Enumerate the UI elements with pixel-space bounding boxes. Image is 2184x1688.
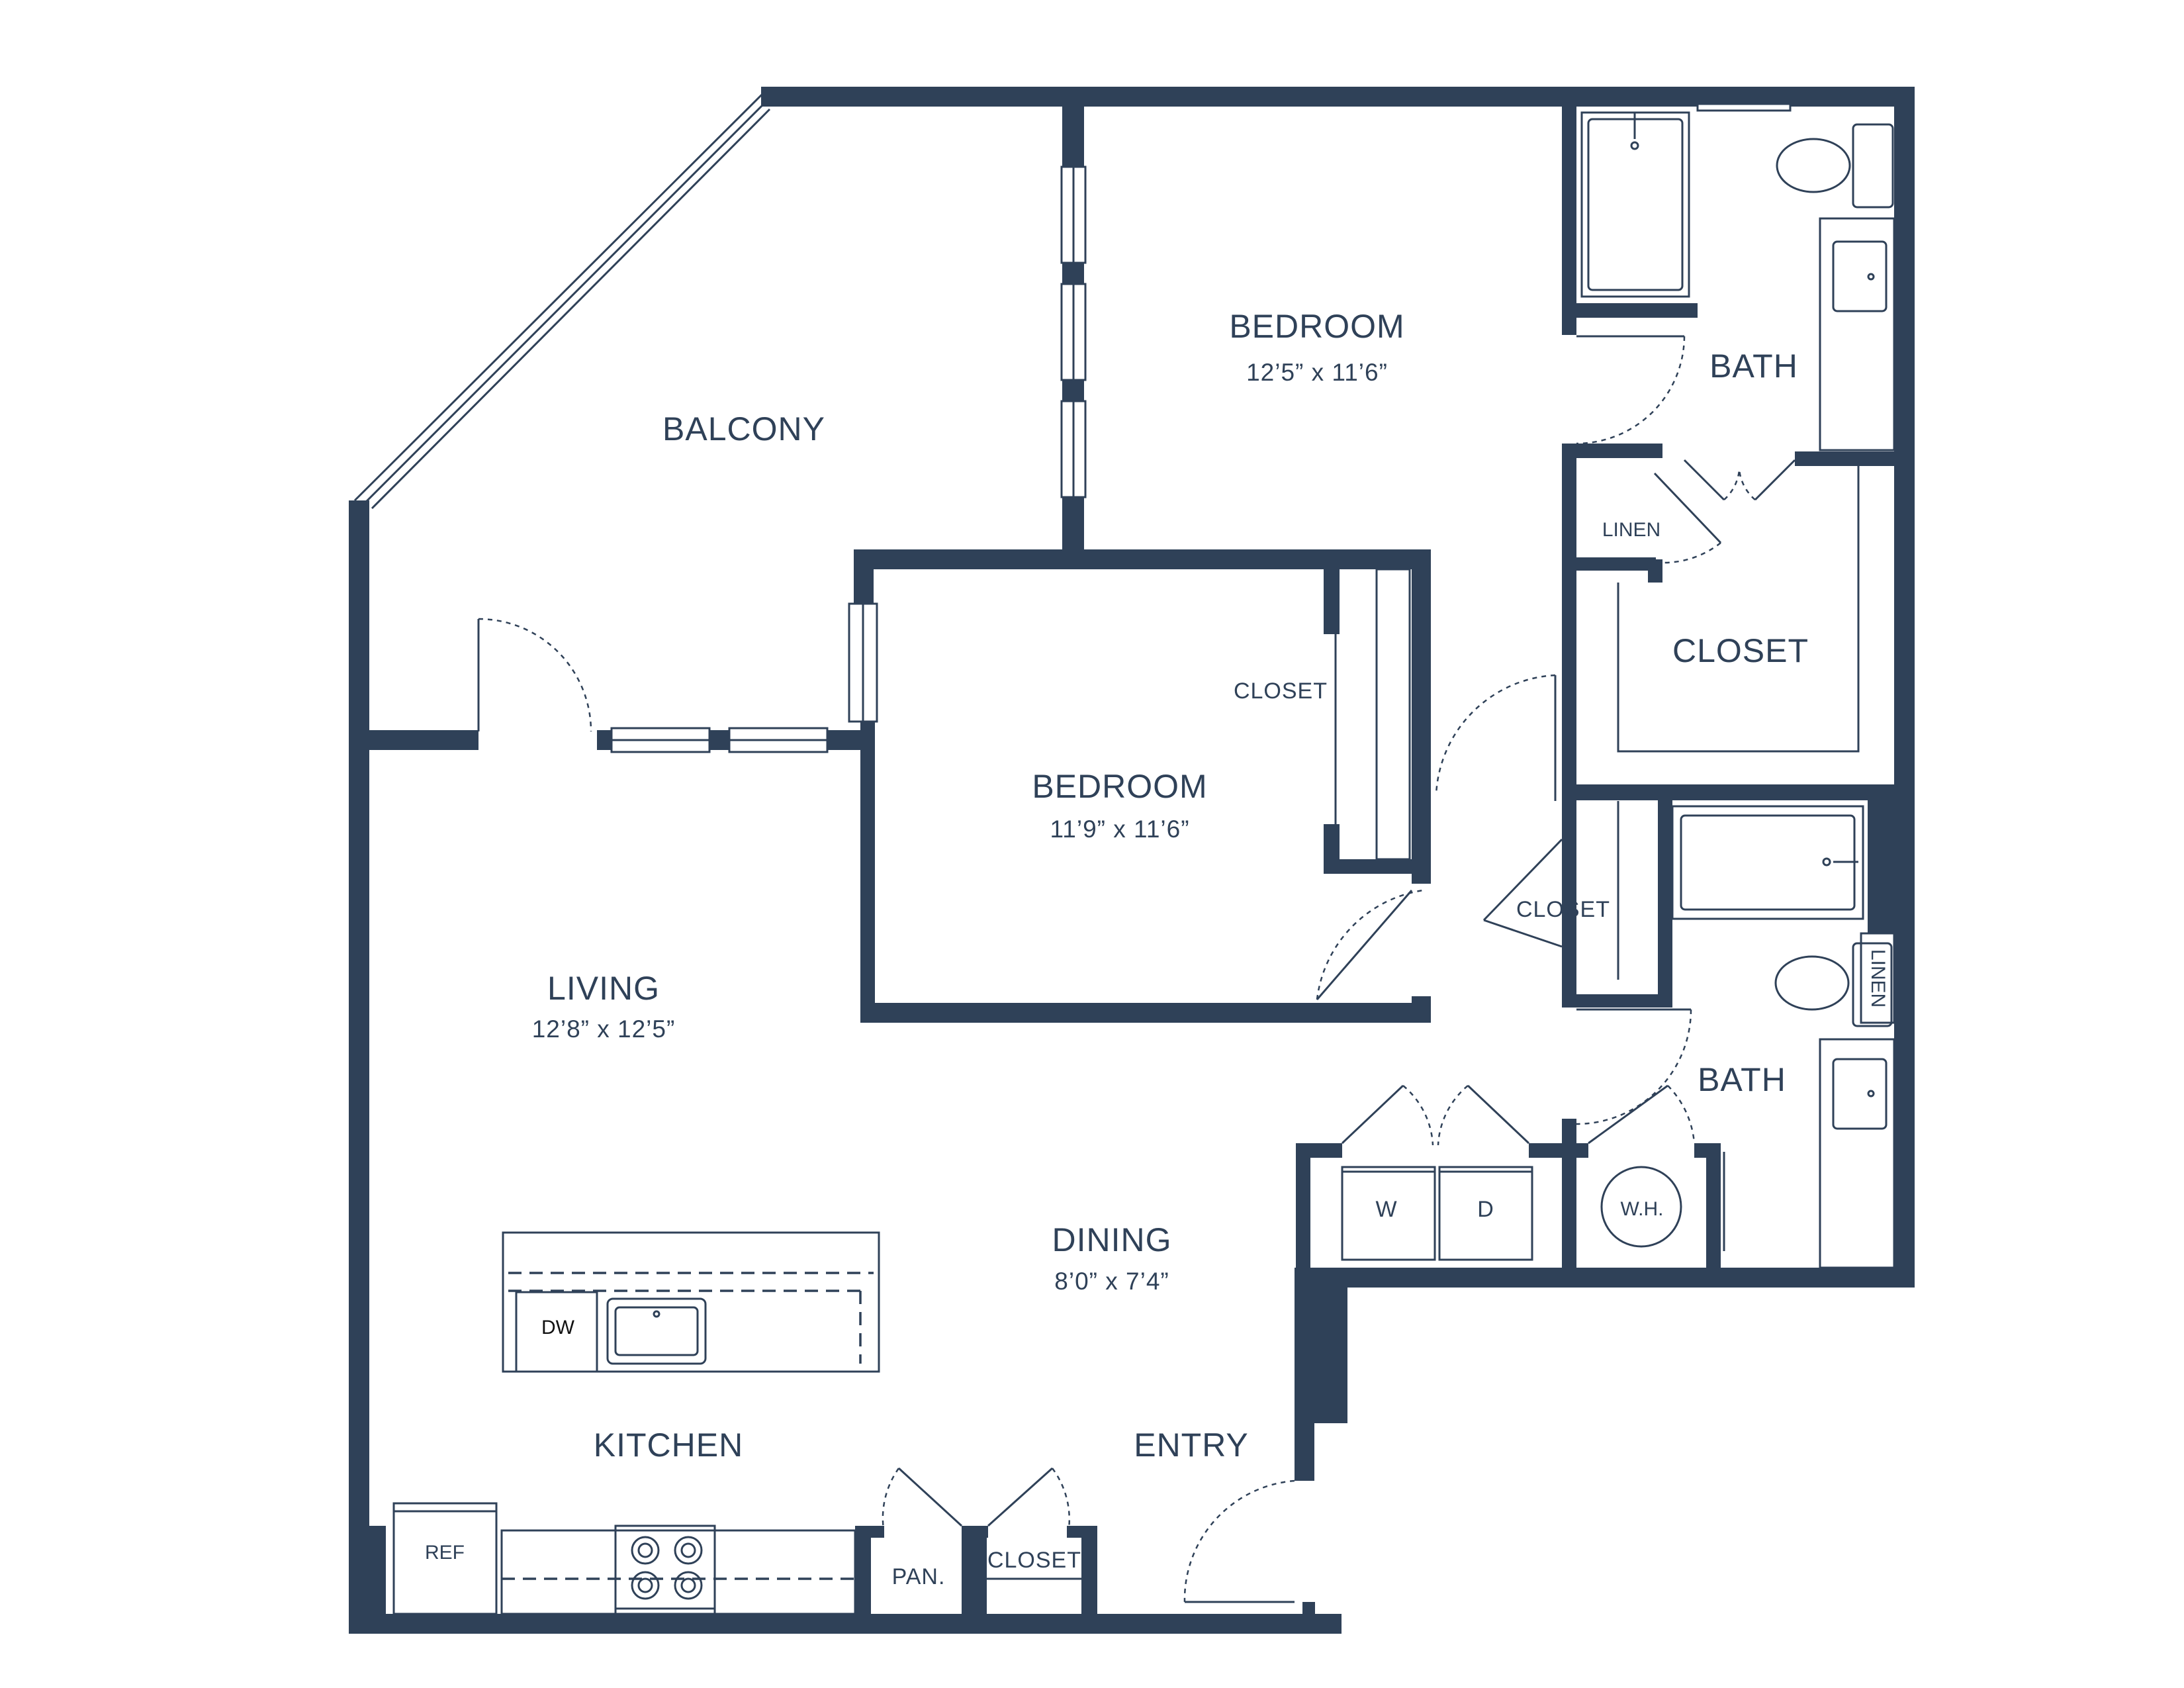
kitchen-label: KITCHEN [594,1427,743,1464]
room-labels: BALCONY BEDROOM 12’5” x 11’6” BATH LINEN… [532,308,1889,1589]
fixture-labels: W D W.H. DW REF [425,1197,1664,1564]
entry-label: ENTRY [1134,1427,1249,1464]
pantry-label: PAN. [892,1564,946,1589]
refrigerator-label: REF [425,1542,465,1564]
dining-size: 8’0” x 7’4” [1054,1268,1169,1295]
dishwasher-label: DW [541,1317,575,1338]
fixtures [392,111,1895,1615]
dryer-label: D [1477,1197,1494,1222]
living-size: 12’8” x 12’5” [532,1015,676,1043]
exterior-walls [349,87,1915,1634]
bath-main-label: BATH [1709,348,1798,385]
bedroom-second-label: BEDROOM [1032,768,1207,805]
balcony-railing [353,93,771,510]
balcony-label: BALCONY [662,410,825,447]
linen-second-label: LINEN [1867,949,1889,1008]
bedroom-second-size: 11’9” x 11’6” [1050,816,1189,843]
doors [477,335,1796,1603]
closet-bedroom-second-label: CLOSET [1234,679,1328,704]
windows [610,103,1792,753]
closet-entry-label: CLOSET [987,1548,1081,1573]
dining-label: DINING [1052,1221,1172,1258]
living-label: LIVING [547,970,660,1007]
interior-walls [349,107,1894,1625]
washer-label: W [1375,1197,1397,1222]
closet-walkin-label: CLOSET [1672,632,1809,669]
water-heater-label: W.H. [1621,1198,1664,1220]
linen-main-label: LINEN [1602,519,1661,541]
bedroom-main-size: 12’5” x 11’6” [1246,359,1388,386]
bedroom-main-label: BEDROOM [1229,308,1404,345]
closet-hall-label: CLOSET [1516,897,1610,922]
bath-second-label: BATH [1698,1061,1786,1098]
